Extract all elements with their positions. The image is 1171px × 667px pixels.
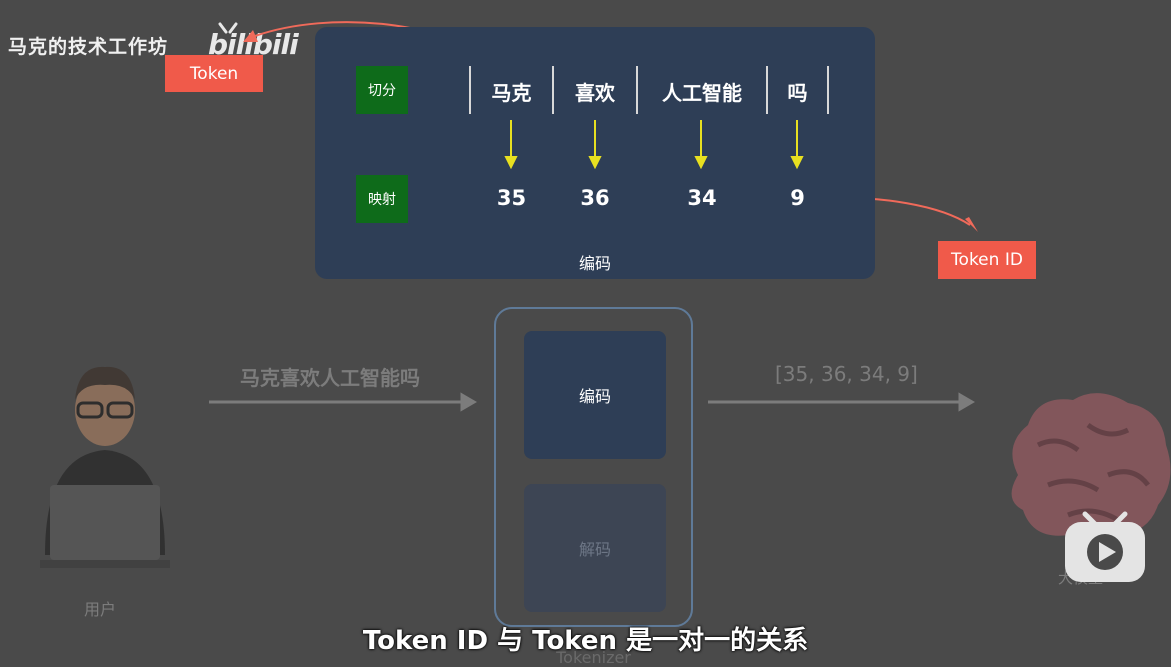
decode-box: 解码	[524, 484, 666, 612]
token-id: 35	[496, 186, 527, 210]
token-tag: Token	[165, 55, 263, 92]
segment-token: 喜欢	[575, 81, 615, 105]
user-label: 用户	[84, 600, 117, 619]
divider	[552, 66, 554, 114]
divider	[469, 66, 471, 114]
divider	[827, 66, 829, 114]
segment-label: 切分	[356, 66, 408, 114]
token-id: 36	[580, 186, 610, 210]
output-ids: [35, 36, 34, 9]	[775, 362, 918, 386]
input-text: 马克喜欢人工智能吗	[240, 366, 420, 390]
segment-token: 吗	[787, 81, 808, 105]
divider	[636, 66, 638, 114]
brain-icon	[1011, 393, 1171, 543]
channel-watermark: 马克的技术工作坊	[8, 36, 169, 58]
bilibili-play-icon[interactable]	[1063, 508, 1147, 588]
user-figure	[40, 366, 170, 568]
divider	[766, 66, 768, 114]
panel-caption: 编码	[578, 254, 611, 273]
arrowhead-token	[243, 30, 258, 42]
token-id: 34	[687, 186, 717, 210]
token-id: 9	[790, 186, 805, 210]
mapping-label: 映射	[356, 175, 408, 223]
token-id-tag: Token ID	[938, 241, 1036, 279]
arrowhead-token-id	[965, 217, 978, 232]
subtitle: Token ID 与 Token 是一对一的关系	[362, 626, 809, 656]
tokenizer-frame	[494, 307, 693, 627]
segment-token: 马克	[491, 81, 532, 105]
segment-token: 人工智能	[662, 81, 742, 105]
encode-box: 编码	[524, 331, 666, 459]
